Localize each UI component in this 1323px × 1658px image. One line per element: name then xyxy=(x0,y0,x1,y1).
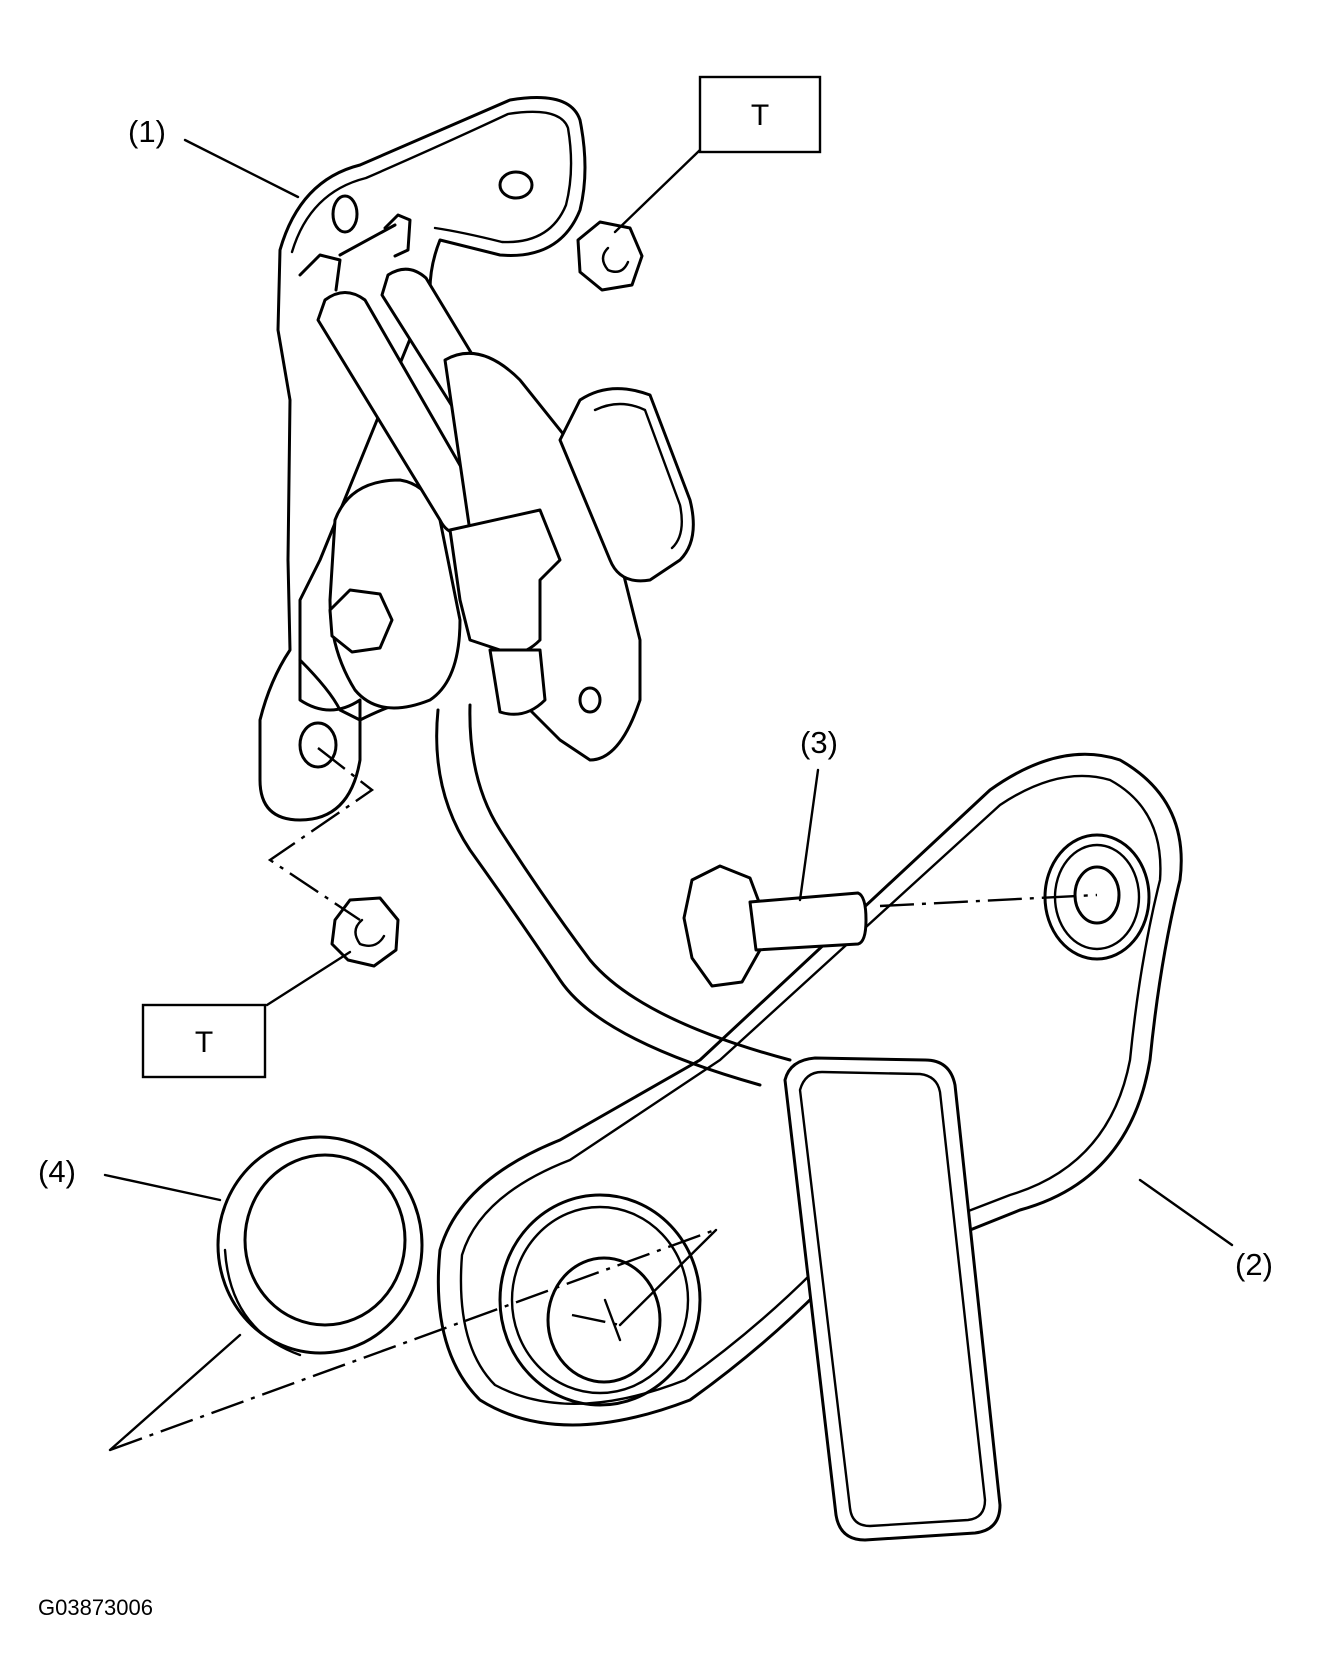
bolt xyxy=(682,864,868,988)
bushing xyxy=(216,1135,424,1357)
callout-3: (3) xyxy=(800,725,838,760)
throttle-sensor xyxy=(298,213,695,762)
figure-code: G03873006 xyxy=(38,1595,153,1620)
torque-mark-bottom: T xyxy=(195,1026,213,1059)
callout-4: (4) xyxy=(38,1154,76,1189)
torque-box-bottom: T xyxy=(141,1003,267,1079)
pedal-lever xyxy=(436,752,1183,1542)
torque-mark-top: T xyxy=(751,99,769,132)
pedal-arm xyxy=(435,703,792,1087)
callout-1: (1) xyxy=(128,114,166,149)
callout-2: (2) xyxy=(1235,1247,1273,1282)
nut-top xyxy=(576,220,644,292)
leader-lines xyxy=(103,138,1234,1247)
assembly-lines xyxy=(108,747,1098,1452)
nut-bottom xyxy=(330,896,400,968)
torque-box-top: T xyxy=(698,75,822,154)
